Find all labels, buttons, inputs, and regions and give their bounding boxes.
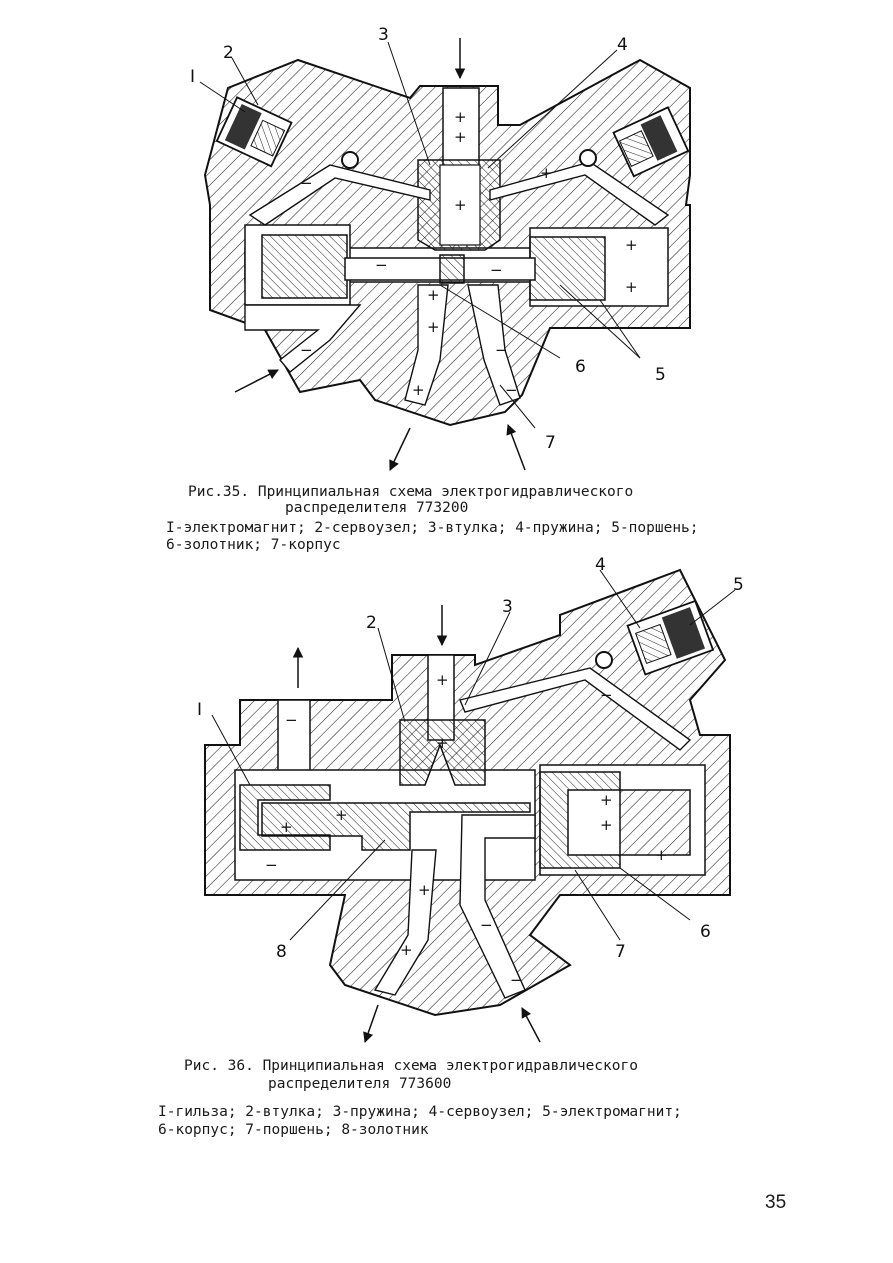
fig36-sign-plus: + [600,816,613,834]
fig36-sign-plus: + [418,881,431,899]
fig36-legend-line2: 6-корпус; 7-поршень; 8-золотник [158,1122,429,1138]
fig36-callout-8: 8 [276,942,287,962]
fig36-caption-line2: распределителя 773600 [268,1076,452,1092]
fig36-callout-2: 2 [366,613,377,633]
fig36-sign-minus: − [285,711,298,729]
fig36-callout-3: 3 [502,597,513,617]
fig36-sign-minus: − [480,916,493,934]
fig36-callout-7: 7 [615,942,626,962]
fig36-sign-plus: + [280,818,293,836]
fig35-caption-line1: Рис.35. Принципиальная схема электрогидр… [188,484,634,500]
fig35-sign-minus: − [505,381,518,399]
fig35-sign-minus: − [375,256,388,274]
fig36-sign-minus: − [510,971,523,989]
fig35-sign-plus: + [540,164,553,182]
fig35-sign-minus: − [490,261,503,279]
figure-36-diagram: I 2 3 4 5 6 7 8 + + + + + + + + + − − − … [197,555,744,1043]
fig36-sign-plus: + [436,671,449,689]
fig35-sign-minus: − [495,341,508,359]
fig35-sign-plus: + [427,286,440,304]
figure-35-diagram: I 2 3 4 5 6 7 + + + + + + + + + − − − − … [190,25,691,471]
page-number: 35 [765,1192,787,1213]
fig35-caption-line2: распределителя 773200 [285,500,469,516]
fig36-sign-plus: + [400,941,413,959]
fig35-legend-line2: 6-золотник; 7-корпус [166,537,341,553]
fig35-sign-plus: + [625,236,638,254]
fig36-callout-5: 5 [733,575,744,595]
fig36-sign-plus: + [335,806,348,824]
fig36-callout-4: 4 [595,555,606,575]
fig35-callout-3: 3 [378,25,389,45]
fig36-sign-plus: + [436,734,449,752]
fig35-callout-1: I [190,67,195,87]
fig36-sign-minus: − [265,856,278,874]
fig36-sign-minus: − [600,686,613,704]
fig35-callout-7: 7 [545,433,556,453]
fig35-legend-line1: I-электромагнит; 2-сервоузел; 3-втулка; … [166,520,699,536]
fig35-callout-4: 4 [617,35,628,55]
fig36-legend-line1: I-гильза; 2-втулка; 3-пружина; 4-сервоуз… [158,1104,682,1120]
fig35-sign-plus: + [454,108,467,126]
fig35-sign-minus: − [300,174,313,192]
fig35-sign-plus: + [454,196,467,214]
fig35-callout-6: 6 [575,357,586,377]
fig35-sign-plus: + [625,278,638,296]
fig36-callout-1: I [197,700,202,720]
fig35-callout-2: 2 [223,43,234,63]
fig36-callout-6: 6 [700,922,711,942]
fig36-caption-line1: Рис. 36. Принципиальная схема электрогид… [184,1058,638,1074]
fig36-sign-plus: + [600,791,613,809]
fig35-sign-plus: + [427,318,440,336]
fig35-sign-minus: − [300,341,313,359]
fig35-callout-5: 5 [655,365,666,385]
fig35-sign-plus: + [454,128,467,146]
fig35-sign-plus: + [412,381,425,399]
fig36-sign-plus: + [655,846,668,864]
